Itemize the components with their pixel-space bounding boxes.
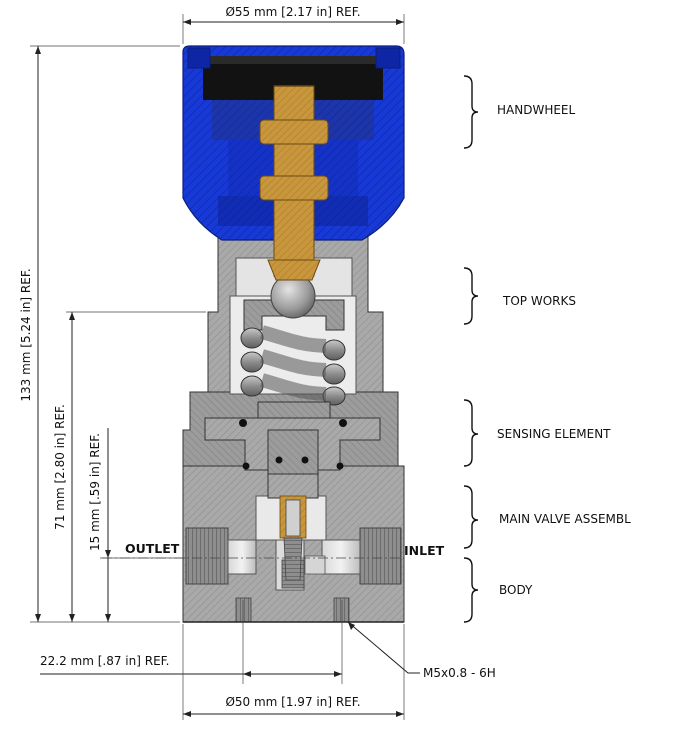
overall-height-label: 133 mm [5.24 in] REF. <box>19 268 33 401</box>
port-height-label: 15 mm [.59 in] REF. <box>88 433 102 551</box>
section-label-handwheel: HANDWHEEL <box>497 103 576 117</box>
mid-height-dimension <box>66 311 206 622</box>
main-valve-section <box>267 473 319 581</box>
inlet-label: INLET <box>404 543 445 558</box>
thread-callout-leader <box>347 621 420 674</box>
mid-height-label: 71 mm [2.80 in] REF. <box>53 404 67 530</box>
sensing-element-section <box>182 391 399 475</box>
overall-height-dimension <box>30 45 180 623</box>
section-label-sensing-element: SENSING ELEMENT <box>497 427 611 441</box>
base-diameter-label: Ø50 mm [1.97 in] REF. <box>225 695 360 709</box>
outlet-label: OUTLET <box>125 541 180 556</box>
section-label-body: BODY <box>499 583 533 597</box>
section-label-top-works: TOP WORKS <box>502 294 576 308</box>
section-label-main-valve: MAIN VALVE ASSEMBL <box>499 512 631 526</box>
port-height-dimension <box>100 428 404 622</box>
hole-spacing-label: 22.2 mm [.87 in] REF. <box>40 654 169 668</box>
spring-icon <box>240 325 346 406</box>
top-diameter-label: Ø55 mm [2.17 in] REF. <box>225 5 360 19</box>
hole-spacing-dimension <box>40 600 343 684</box>
section-braces <box>463 75 479 623</box>
ball-icon <box>270 273 316 319</box>
thread-callout-label: M5x0.8 - 6H <box>423 666 496 680</box>
adjusting-stem <box>259 85 329 281</box>
base-diameter-dimension <box>182 624 405 720</box>
top-works-section <box>207 225 384 419</box>
top-diameter-dimension <box>182 14 405 44</box>
